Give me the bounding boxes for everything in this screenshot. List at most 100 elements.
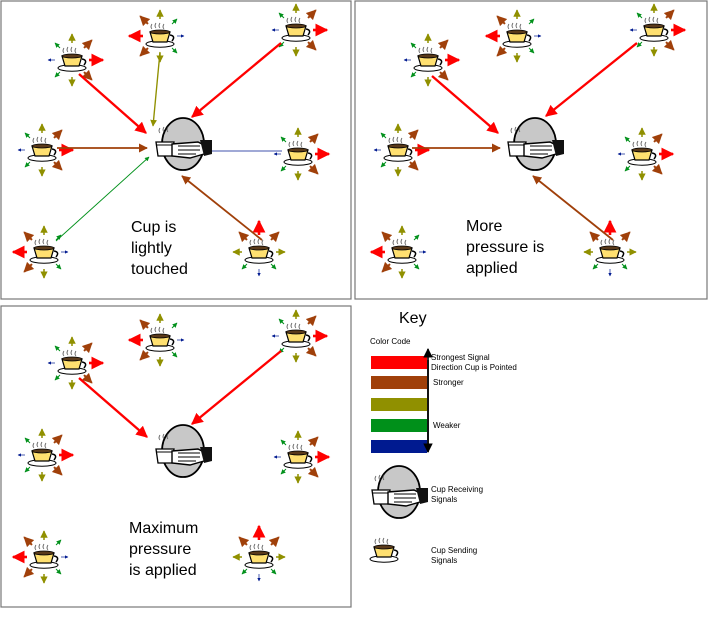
signal-link-arrow [78,73,147,134]
signal-link-arrow [78,377,148,438]
signal-arrow-B [268,536,280,548]
signal-arrow-B [81,342,93,354]
signal-arrow-G [410,42,417,49]
key-sending-line2: Signals [431,556,457,565]
signal-arrow-B [139,45,151,57]
signal-arrow-B [51,129,63,141]
signal-arrow-B [305,315,317,327]
key-legend: Key Color Code Strongest Signal Directio… [369,310,517,565]
signal-arrow-B [496,15,508,27]
coffee-cup-icon [369,537,399,563]
signal-arrow-G [528,47,535,54]
hand-holding-cup-icon [507,117,564,171]
hand-holding-cup-icon [155,424,212,478]
key-title: Key [399,310,427,327]
signal-link-arrow [191,350,282,425]
signal-arrow-B [81,372,93,384]
caption-line: applied [466,260,518,277]
caption-line: lightly [131,240,172,257]
panel-3-caption: Maximum pressure is applied [129,520,203,579]
signal-arrow-G [270,568,277,575]
coffee-cup-icon [145,326,175,352]
hand-holding-cup-icon [371,465,428,519]
coffee-cup-icon [283,140,313,166]
signal-arrow-B [663,9,675,21]
coffee-cup-icon [387,238,417,264]
signal-arrow-B [268,231,280,243]
signal-arrow-B [619,231,631,243]
signal-arrow-B [437,69,449,81]
coffee-cup-icon [413,46,443,72]
signal-arrow-G [171,322,178,329]
key-strongest-line1: Strongest Signal [431,353,490,362]
coffee-cup-icon [27,441,57,467]
signal-arrow-G [413,234,420,241]
signal-arrow-G [171,18,178,25]
signal-arrow-B [305,345,317,357]
signal-link-arrow [150,51,161,127]
key-swatch-medium [371,398,427,411]
signal-arrow-B [305,9,317,21]
key-receiving-line2: Signals [431,495,457,504]
signal-arrow-B [663,39,675,51]
signal-arrow-B [23,566,35,578]
caption-line: pressure is [466,239,544,256]
key-receiving-line1: Cup Receiving [431,485,483,494]
caption-line: is applied [129,562,197,579]
signal-arrow-G [54,345,61,352]
signal-arrow-G [171,47,178,54]
coffee-cup-icon [27,136,57,162]
signal-arrow-B [51,159,63,171]
key-strongest-line2: Direction Cup is Pointed [431,363,517,372]
signal-arrow-G [280,136,287,143]
signal-arrow-B [381,231,393,243]
signal-arrow-G [413,263,420,270]
signal-arrow-B [81,39,93,51]
signal-arrow-B [307,466,319,478]
caption-line: Maximum [129,520,198,537]
caption-line: pressure [129,541,191,558]
signal-arrow-B [238,536,250,548]
signal-arrow-B [23,261,35,273]
caption-line: Cup is [131,219,176,236]
signal-arrow-G [380,161,387,168]
key-swatch-stronger [371,376,427,389]
signal-arrow-G [55,568,62,575]
signal-arrow-G [278,12,285,19]
coffee-cup-icon [57,349,87,375]
signal-arrow-B [651,133,663,145]
coffee-cup-icon [502,22,532,48]
signal-arrow-B [51,434,63,446]
coffee-cup-icon [29,543,59,569]
coffee-cup-icon [639,16,669,42]
signal-arrow-G [270,263,277,270]
signal-arrow-B [496,45,508,57]
signal-arrow-G [624,136,631,143]
signal-arrow-B [51,464,63,476]
color-code-label: Color Code [370,337,411,346]
signal-arrow-G [280,439,287,446]
hand-holding-cup-icon [155,117,212,171]
signal-arrow-B [23,231,35,243]
signal-arrow-G [241,263,248,270]
signal-link-arrow [431,75,499,134]
signal-arrow-G [54,374,61,381]
signal-link-arrow [191,42,282,118]
signal-arrow-B [407,129,419,141]
signal-arrow-B [81,69,93,81]
panel-2-caption: More pressure is applied [466,218,549,277]
signal-link-arrow [545,42,638,117]
coffee-cup-icon [281,322,311,348]
signal-arrow-G [24,466,31,473]
key-weaker-label: Weaker [433,421,461,430]
signal-arrow-G [171,351,178,358]
signal-arrow-G [24,132,31,139]
key-stronger-label: Stronger [433,378,464,387]
coffee-cup-icon [281,16,311,42]
coffee-cup-icon [244,543,274,569]
coffee-cup-icon [283,443,313,469]
signal-arrow-G [280,165,287,172]
signal-arrow-B [307,436,319,448]
signal-arrow-G [410,71,417,78]
